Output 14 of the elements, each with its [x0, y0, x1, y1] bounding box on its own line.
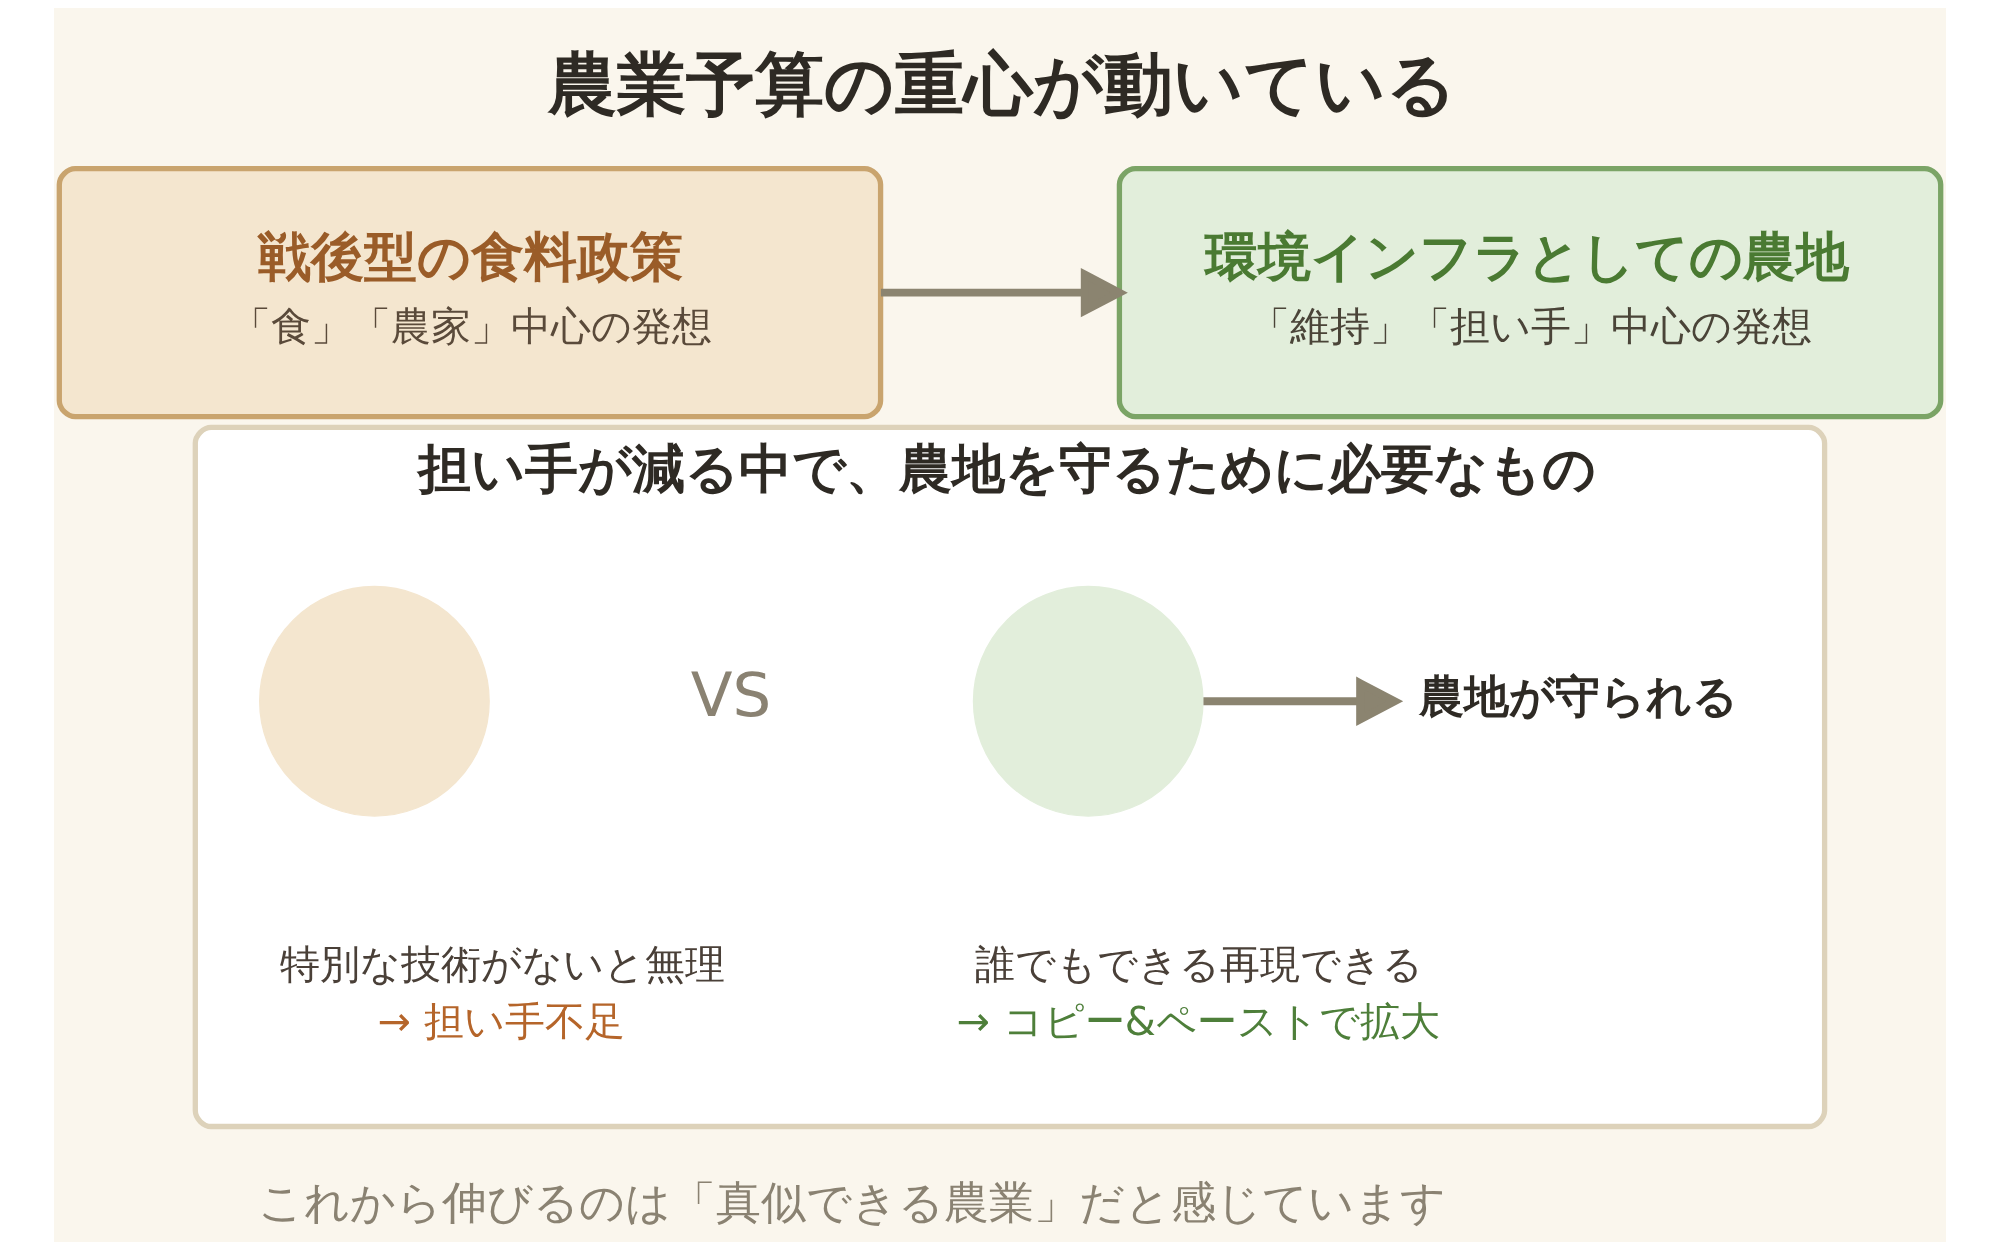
node-label: → コピー&ペーストで拡大: [956, 997, 1440, 1044]
node-text: 農地が守られる: [1418, 670, 1738, 724]
node-label: 誰でもできる再現できる: [974, 940, 1423, 987]
label: VS: [690, 659, 772, 731]
node-label: → 担い手不足: [377, 997, 625, 1044]
arrow: [1203, 676, 1404, 726]
node-circle: [972, 585, 1204, 817]
node-label: 特別な技術がないと無理: [280, 940, 726, 987]
node-box: 戦後型の食料政策 「食」「農家」中心の発想: [56, 165, 884, 420]
diagram-title: 農業予算の重心が動いている: [547, 43, 1457, 124]
arrow: [880, 267, 1128, 318]
caption: これから伸びるのは「真似できる農業」だと感じています: [257, 1176, 1446, 1230]
node-circle: [259, 585, 490, 817]
node-box: 環境インフラとしての農地 「維持」「担い手」中心の発想: [1116, 165, 1944, 420]
